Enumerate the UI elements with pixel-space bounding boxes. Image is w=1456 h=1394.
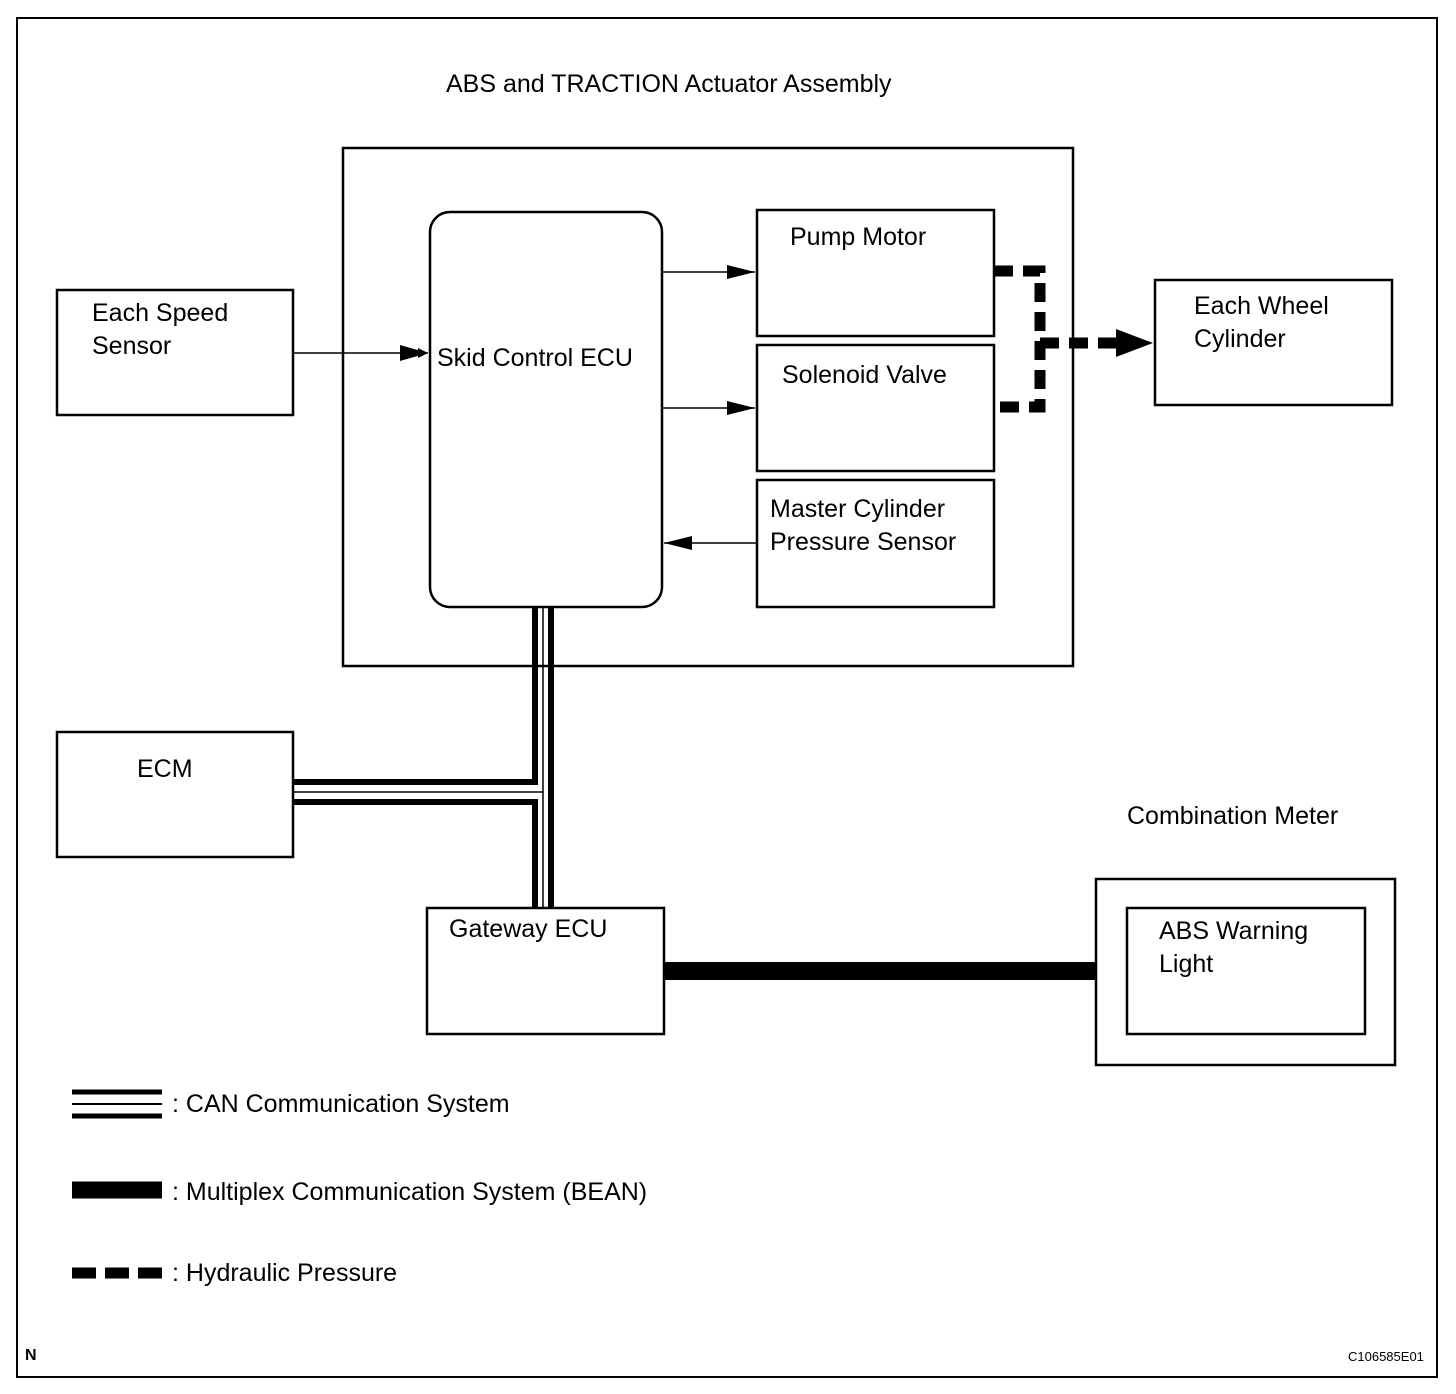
corner-mark: N: [25, 1347, 37, 1364]
master-cylinder-label-1: Master Cylinder: [770, 495, 946, 523]
skid-ecu-box: [428, 210, 664, 609]
master-cylinder-label-2: Pressure Sensor: [770, 528, 957, 556]
arrowhead-skid-to-solenoid: [727, 401, 755, 415]
assembly-title: ABS and TRACTION Actuator Assembly: [446, 70, 892, 98]
solenoid-valve-label: Solenoid Valve: [782, 361, 947, 389]
abs-warning-light-label-2: Light: [1159, 950, 1214, 978]
hydraulic-lines: [994, 265, 1153, 413]
skid-ecu-label: Skid Control ECU: [437, 344, 633, 372]
outer-frame: [16, 17, 1438, 1378]
abs-warning-light-label-1: ABS Warning: [1159, 917, 1309, 945]
abs-warning-light-box: [1125, 906, 1367, 1036]
speed-sensor-label-1: Each Speed: [92, 299, 229, 327]
legend-bean-label: : Multiplex Communication System (BEAN): [172, 1178, 648, 1206]
arrowhead-master-to-skid: [664, 536, 692, 550]
arrowhead-speed-to-skid: [400, 345, 428, 361]
ecm-box: [55, 730, 295, 859]
gateway-ecu-label: Gateway ECU: [449, 915, 608, 943]
actuator-assembly-box: [341, 146, 1075, 668]
arrowhead-hydraulic: [1116, 329, 1153, 357]
speed-sensor-label-2: Sensor: [92, 332, 172, 360]
ecm-label: ECM: [137, 755, 193, 783]
solenoid-valve-box: [755, 343, 996, 473]
wheel-cylinder-label-1: Each Wheel: [1194, 292, 1329, 320]
combination-meter-title: Combination Meter: [1127, 802, 1339, 830]
can-bus-lines: [293, 607, 554, 908]
wheel-cylinder-label-2: Cylinder: [1194, 325, 1286, 353]
legend-can-label: : CAN Communication System: [172, 1090, 510, 1118]
legend-hydraulic-label: : Hydraulic Pressure: [172, 1259, 398, 1287]
arrowhead-skid-to-pump: [727, 265, 755, 279]
legend-can-swatch: [72, 1089, 162, 1119]
wheel-cylinder-box: [1153, 278, 1394, 407]
figure-code: C106585E01: [1348, 1349, 1424, 1364]
pump-motor-label: Pump Motor: [790, 223, 927, 251]
